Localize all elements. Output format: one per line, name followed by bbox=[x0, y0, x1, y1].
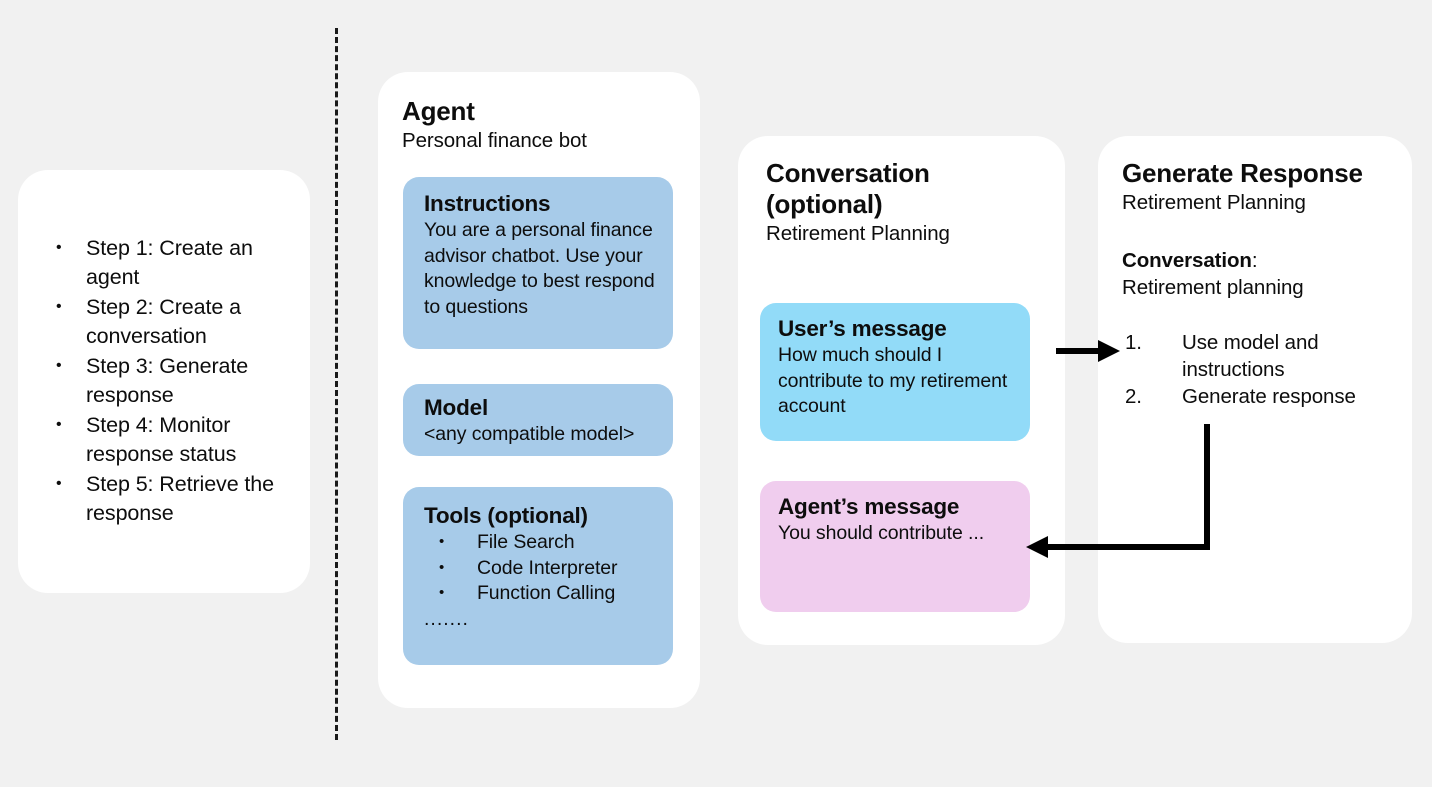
list-item-number: 2. bbox=[1125, 385, 1142, 408]
generate-response-card: Generate Response Retirement Planning Co… bbox=[1098, 136, 1412, 643]
generate-conversation-colon: : bbox=[1251, 249, 1258, 272]
generate-conversation-label: Conversation bbox=[1122, 249, 1252, 272]
list-item: Step 3: Generate response bbox=[48, 351, 288, 410]
conversation-card-title: Conversation (optional) bbox=[766, 158, 930, 219]
tools-block: Tools (optional) File Search Code Interp… bbox=[403, 487, 673, 665]
agent-card-title: Agent bbox=[402, 96, 475, 126]
list-item-text: Generate response bbox=[1182, 385, 1356, 408]
model-block: Model <any compatible model> bbox=[403, 384, 673, 456]
agent-message-body: You should contribute ... bbox=[778, 522, 985, 544]
model-body: <any compatible model> bbox=[424, 423, 635, 445]
generate-card-subtitle: Retirement Planning bbox=[1122, 191, 1306, 214]
generate-card-title: Generate Response bbox=[1122, 158, 1363, 188]
agent-message-bubble: Agent’s message You should contribute ..… bbox=[760, 481, 1030, 612]
generate-conversation-value: Retirement planning bbox=[1122, 276, 1304, 299]
user-message-title: User’s message bbox=[778, 316, 947, 341]
conversation-card-subtitle: Retirement Planning bbox=[766, 222, 950, 245]
generate-steps-list: 1. Use model and instructions 2. Generate … bbox=[1122, 329, 1392, 410]
dashed-divider bbox=[335, 28, 338, 740]
tools-list: File Search Code Interpreter Function Ca… bbox=[424, 529, 657, 607]
tools-ellipsis: ....... bbox=[424, 607, 469, 630]
user-message-body: How much should I contribute to my retir… bbox=[778, 344, 1008, 417]
list-item: File Search bbox=[424, 529, 657, 556]
steps-card: Step 1: Create an agent Step 2: Create a… bbox=[18, 170, 310, 593]
agent-message-title: Agent’s message bbox=[778, 494, 960, 519]
tools-title: Tools (optional) bbox=[424, 503, 588, 528]
instructions-title: Instructions bbox=[424, 191, 551, 216]
list-item-text: Use model and instructions bbox=[1182, 331, 1319, 381]
instructions-block: Instructions You are a personal finance … bbox=[403, 177, 673, 349]
list-item: Step 1: Create an agent bbox=[48, 233, 288, 292]
list-item: 2. Generate response bbox=[1122, 383, 1392, 410]
list-item: Step 4: Monitor response status bbox=[48, 410, 288, 469]
list-item: Function Calling bbox=[424, 580, 657, 607]
agent-card-subtitle: Personal finance bot bbox=[402, 129, 587, 152]
list-item: 1. Use model and instructions bbox=[1122, 329, 1392, 383]
steps-list: Step 1: Create an agent Step 2: Create a… bbox=[18, 233, 310, 529]
list-item: Code Interpreter bbox=[424, 555, 657, 582]
instructions-body: You are a personal finance advisor chatb… bbox=[424, 219, 655, 318]
model-title: Model bbox=[424, 395, 488, 420]
list-item-number: 1. bbox=[1125, 331, 1142, 354]
list-item: Step 5: Retrieve the response bbox=[48, 469, 288, 528]
generate-conversation-label-row: Conversation: bbox=[1122, 247, 1392, 274]
list-item: Step 2: Create a conversation bbox=[48, 292, 288, 351]
user-message-bubble: User’s message How much should I contrib… bbox=[760, 303, 1030, 441]
